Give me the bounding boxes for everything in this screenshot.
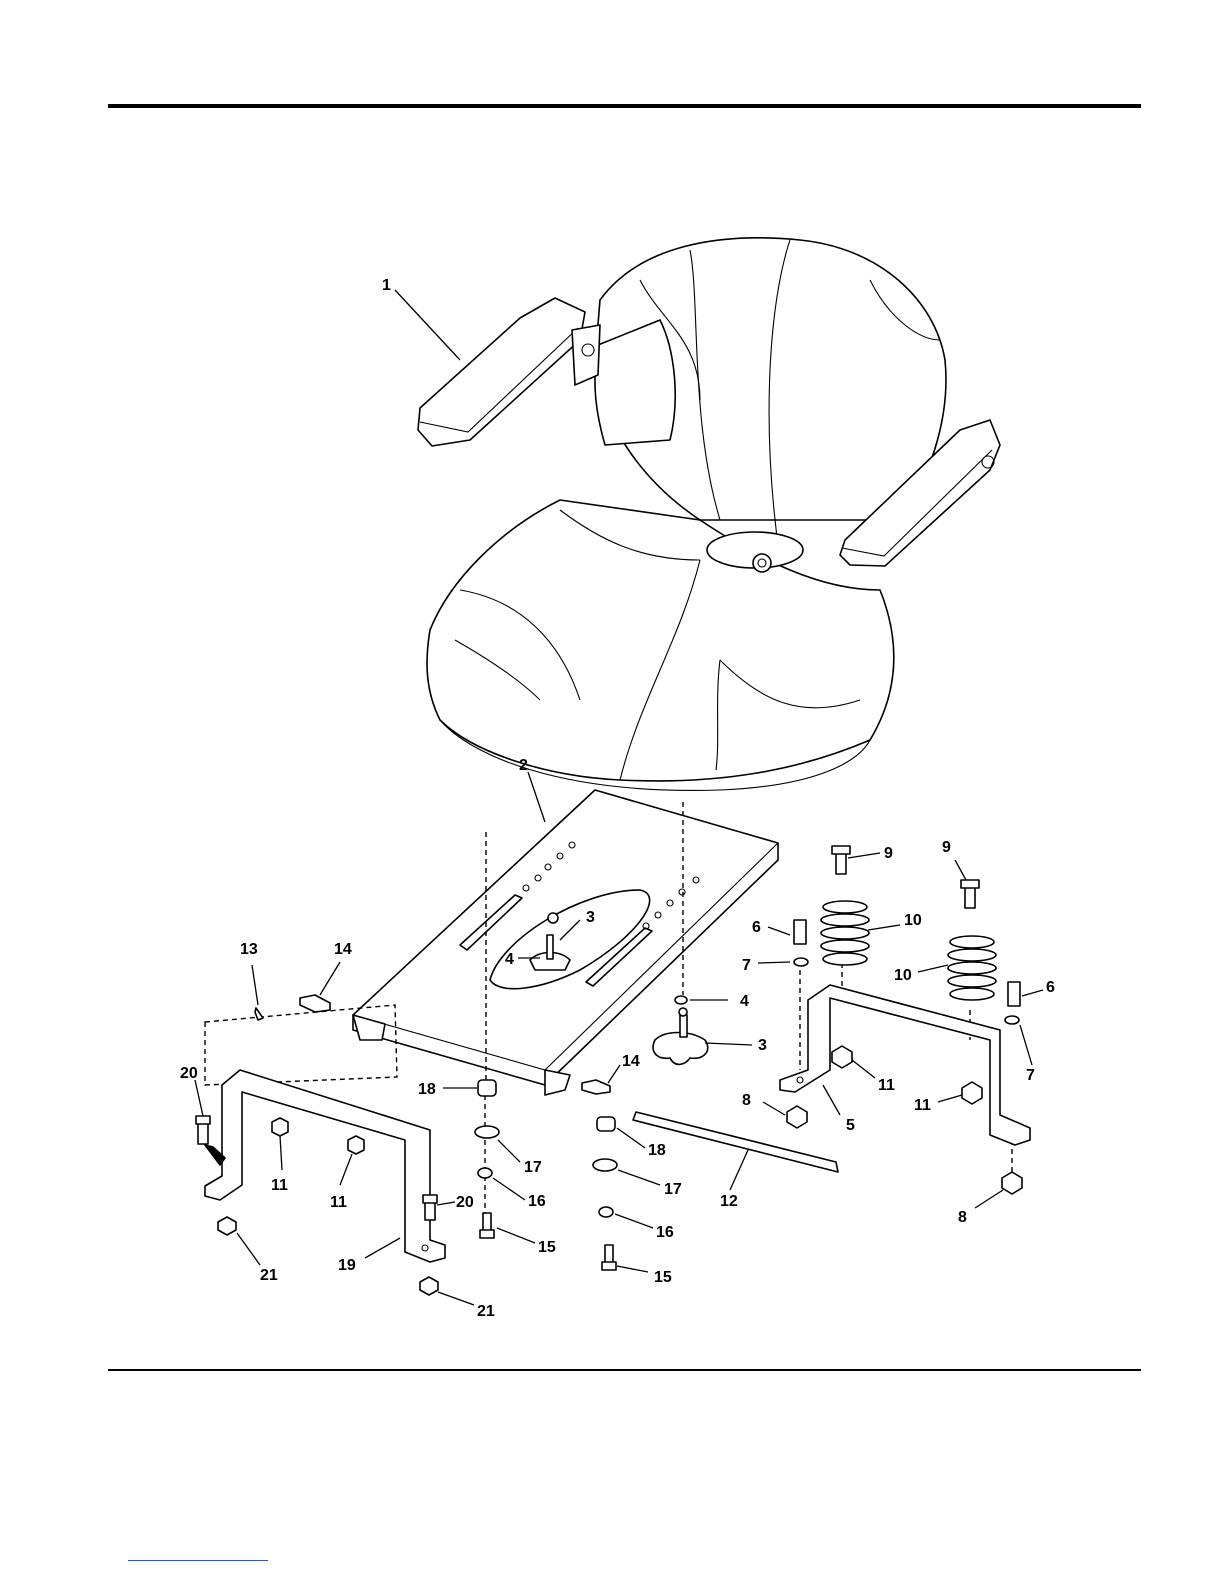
callout-6: 6 [752,919,761,936]
callout-15: 15 [538,1239,556,1256]
callout-18: 18 [418,1081,436,1098]
header-rule [108,104,1141,108]
callout-17: 17 [664,1181,682,1198]
callout-21: 21 [260,1267,278,1284]
callout-10: 10 [894,967,912,984]
knob-drawing [653,1008,708,1064]
spring-left [821,901,869,965]
callout-11: 11 [271,1177,288,1194]
callout-4: 4 [740,993,749,1010]
callout-8: 8 [742,1092,751,1109]
callout-2: 2 [519,757,528,774]
callout-21: 21 [477,1303,495,1320]
callout-17: 17 [524,1159,542,1176]
callout-11: 11 [914,1097,931,1114]
callout-10: 10 [904,912,922,929]
callout-3: 3 [758,1037,767,1054]
callout-7: 7 [742,957,751,974]
callout-6: 6 [1046,979,1055,996]
callout-1: 1 [382,277,391,294]
seat-plate-drawing [353,790,778,1095]
callout-20: 20 [180,1065,198,1082]
callout-11: 11 [330,1194,347,1211]
callout-13: 13 [240,941,258,958]
callout-14: 14 [622,1053,640,1070]
callout-19: 19 [338,1257,356,1274]
callout-16: 16 [656,1224,674,1241]
callout-11: 11 [878,1077,895,1094]
callout-9: 9 [884,845,893,862]
footer-link-underline[interactable] [128,1560,268,1561]
callout-8: 8 [958,1209,967,1226]
spring-right [948,936,996,1000]
callout-18: 18 [648,1142,666,1159]
callout-7: 7 [1026,1067,1035,1084]
callout-14: 14 [334,941,352,958]
seat-drawing [418,238,1000,791]
callout-16: 16 [528,1193,546,1210]
callout-20: 20 [456,1194,474,1211]
callout-12: 12 [720,1193,738,1210]
callout-3: 3 [586,909,595,926]
footer-rule [108,1369,1141,1371]
callout-15: 15 [654,1269,672,1286]
callout-4: 4 [505,951,514,968]
callout-9: 9 [942,839,951,856]
callout-5: 5 [846,1117,855,1134]
